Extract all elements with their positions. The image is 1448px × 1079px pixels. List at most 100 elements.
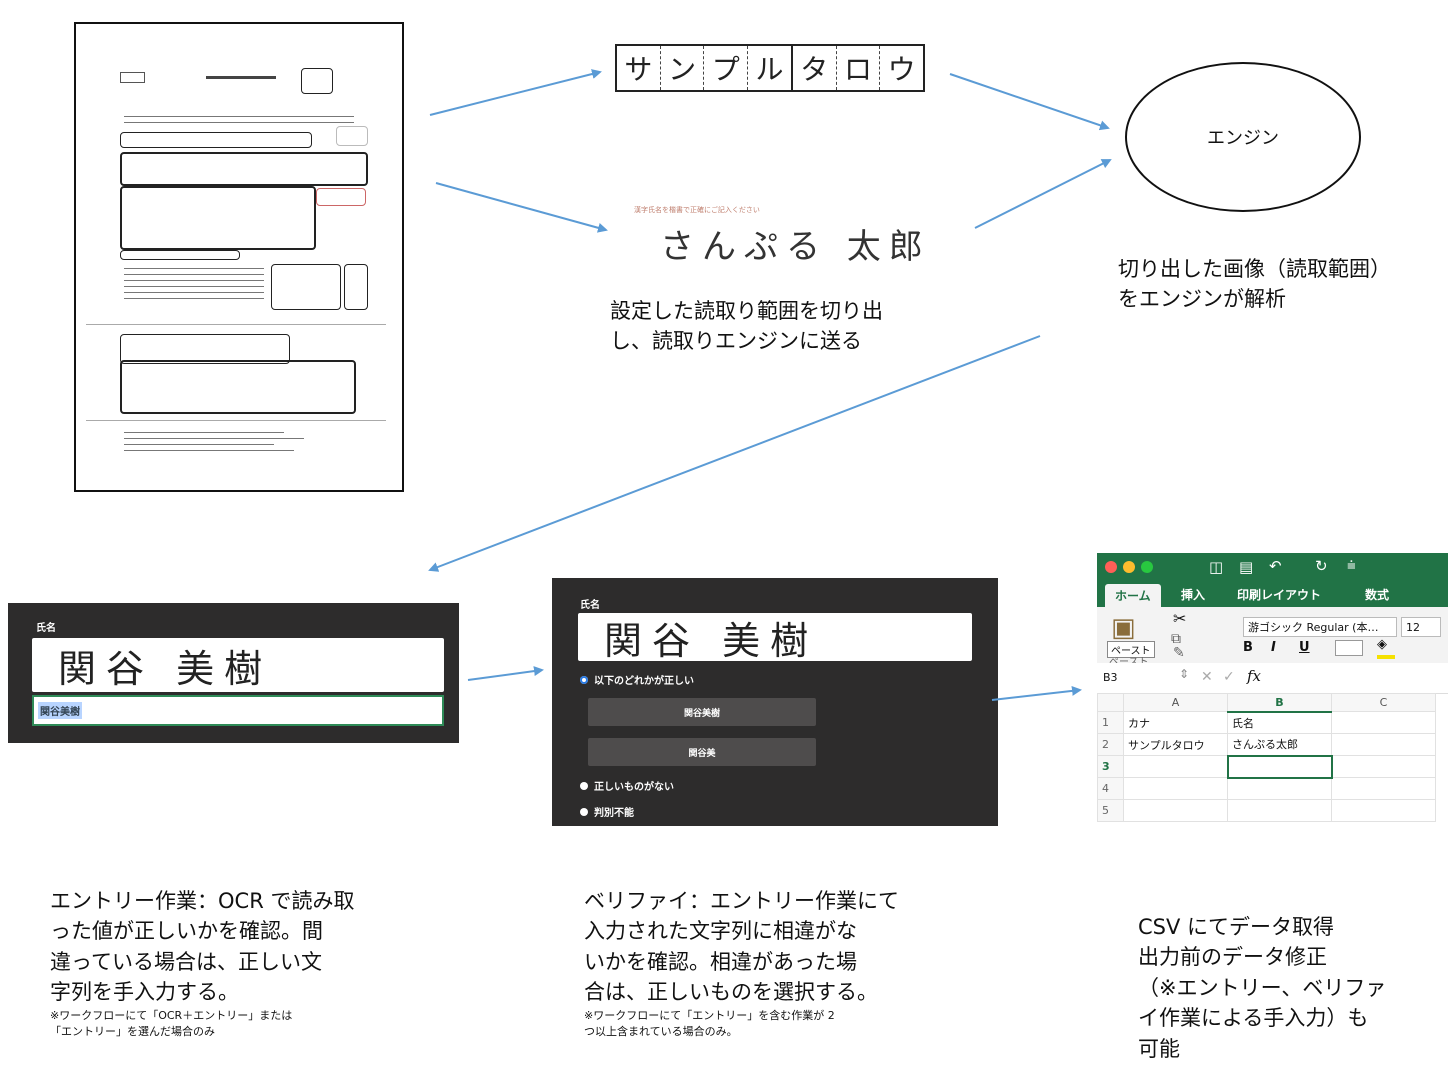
redo-icon[interactable]: ↻ [1315,557,1328,575]
name-box-stepper-icon[interactable]: ⇕ [1179,667,1190,681]
maximize-window-icon[interactable] [1141,561,1153,573]
column-header[interactable]: B [1227,693,1332,713]
undo-icon[interactable]: ↶ [1269,557,1282,575]
paste-button[interactable]: ▣ [1105,611,1145,655]
arrow-entry-to-verify [467,666,544,681]
row-header[interactable]: 3 [1097,755,1124,778]
radio-selected-icon [580,675,588,684]
entry-panel: 氏名 関谷 美樹 関谷美樹 [8,603,459,743]
name-box[interactable]: B3 [1103,671,1118,684]
form-kana-name-box [120,152,368,186]
font-family-select[interactable]: 游ゴシック Regular (本… [1243,617,1397,637]
kana-char: ウ [887,53,916,86]
column-header[interactable]: A [1123,693,1228,712]
name-crop-image: 漢字氏名を楷書で正確にご記入ください さんぷる 太郎 [630,205,970,275]
arrow-name-to-engine [974,159,1112,229]
kana-char: プ [704,46,749,90]
note-line: 「エントリー」を選んだ場合のみ [50,1025,215,1039]
form-seal-area [271,264,341,310]
kana-crop-image: サ ン プ ル タ ロ ウ [615,44,925,92]
tab-formulas[interactable]: 数式 [1365,588,1390,602]
customize-toolbar-icon[interactable]: ⩧ [1347,556,1356,574]
form-line [124,444,274,445]
form-line [124,268,264,269]
note-line: ※ワークフローにて「エントリー」を含む作業が 2 [584,1008,835,1022]
tab-insert[interactable]: 挿入 [1181,588,1206,602]
caption-line: 切り出した画像（読取範囲） [1118,257,1391,281]
caption-line: 合は、正しいものを選択する。 [584,980,878,1005]
form-small-box [120,250,240,260]
row-header[interactable]: 1 [1097,711,1124,734]
clipboard-icon: ▣ [1111,613,1136,643]
tab-page-layout[interactable]: 印刷レイアウト [1237,588,1322,602]
row-header[interactable]: 4 [1097,777,1124,800]
form-address-box [120,186,316,250]
arrow-verify-to-excel [991,685,1082,701]
underline-button[interactable]: U [1299,640,1310,655]
form-line [124,280,264,281]
cancel-formula-icon[interactable]: ✕ [1201,669,1213,685]
borders-icon[interactable] [1335,640,1363,656]
entry-caption: エントリー作業：OCR で読み取 った値が正しいかを確認。間 違っている場合は、… [50,886,354,1041]
crop-caption: 設定した読取り範囲を切り出 し、読取りエンジンに送る [610,296,883,357]
copy-icon[interactable]: ⧉ [1171,631,1181,647]
tab-home[interactable]: ホーム [1105,584,1161,610]
form-divider [86,420,386,421]
caption-line: 可能 [1138,1036,1180,1061]
bold-button[interactable]: B [1243,640,1253,655]
row-header[interactable]: 5 [1097,799,1124,822]
form-row-box [120,132,312,148]
minimize-window-icon[interactable] [1123,561,1135,573]
caption-line: 違っている場合は、正しい文 [50,949,322,974]
select-all-corner[interactable] [1097,693,1124,712]
fill-color-icon[interactable]: ◈ [1377,637,1395,659]
note-line: つ以上含まれている場合のみ。 [584,1025,738,1039]
form-bank-box [120,360,356,414]
italic-button[interactable]: I [1271,640,1276,655]
radio-option-correct[interactable]: 以下のどれかが正しい [580,672,694,687]
arrow-to-kana-crop [429,69,602,116]
caption-line: をエンジンが解析 [1118,287,1286,312]
formula-bar: B3 ⇕ ✕ ✓ fx [1097,663,1448,694]
entry-text-input[interactable]: 関谷美樹 [32,695,444,726]
kana-char: サ [617,46,661,90]
form-line [124,292,264,293]
caption-line: し、読取りエンジンに送る [610,329,862,354]
form-seal-box [301,68,333,94]
form-line [124,274,264,275]
active-cell[interactable] [1226,754,1333,779]
verify-field-label: 氏名 [580,600,600,611]
format-painter-icon[interactable]: ✎ [1173,645,1185,661]
caption-line: （※エントリー、ベリファ [1138,975,1387,1000]
form-line [124,122,354,123]
choice-button[interactable]: 関谷美樹 [588,698,816,726]
entry-handwriting-image: 関谷 美樹 [32,638,444,692]
insert-function-icon[interactable]: fx [1247,667,1262,685]
font-size-select[interactable]: 12 [1401,617,1441,637]
caption-line: 設定した読取り範囲を切り出 [610,299,883,323]
confirm-formula-icon[interactable]: ✓ [1223,669,1235,685]
sidebar-toggle-icon[interactable]: ◫ [1209,558,1224,576]
excel-tabs: ホーム 挿入 印刷レイアウト 数式 [1097,581,1448,610]
radio-option-unknown[interactable]: 判別不能 [580,804,634,819]
arrow-kana-to-engine [949,73,1110,131]
caption-line: エントリー作業：OCR で読み取 [50,889,355,913]
close-window-icon[interactable] [1105,561,1117,573]
kana-char: タ [793,46,837,90]
caption-line: イ作業による手入力）も [1138,1006,1369,1031]
verify-caption: ベリファイ：エントリー作業にて 入力された文字列に相違がな いかを確認。相違があ… [584,886,899,1041]
cut-icon[interactable]: ✂ [1173,609,1187,628]
engine-label: エンジン [1207,128,1279,149]
row-header[interactable]: 2 [1097,733,1124,756]
save-icon[interactable]: ▤ [1239,558,1254,576]
paste-label: ペースト [1109,653,1149,668]
choice-button[interactable]: 関谷美 [588,738,816,766]
paste-tooltip: ペースト [1107,641,1155,658]
arrow-engine-to-entry [428,335,1041,572]
name-crop-handwriting: さんぷる 太郎 [660,227,931,267]
caption-line: いかを確認。相違があった場 [584,949,857,974]
form-title-line [206,76,276,79]
kana-char: ン [661,46,705,90]
cell[interactable] [1331,799,1436,822]
radio-option-none[interactable]: 正しいものがない [580,778,674,793]
